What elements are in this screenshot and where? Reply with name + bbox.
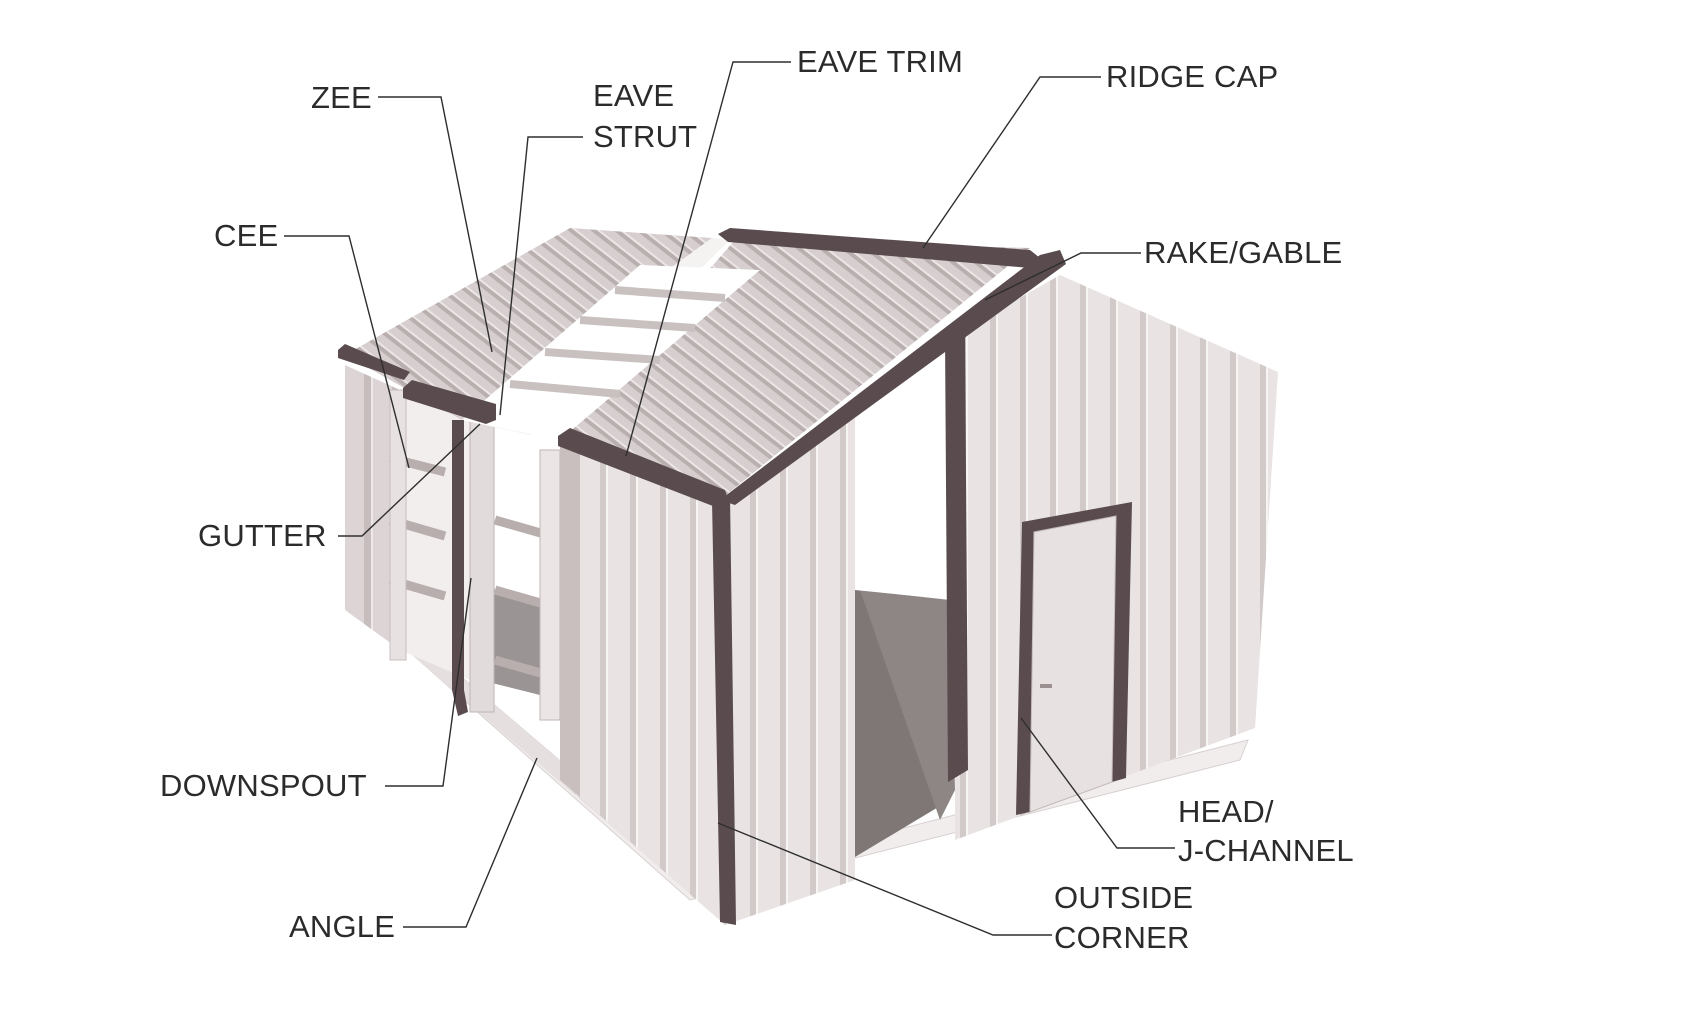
- label-cee: CEE: [214, 218, 279, 253]
- downspout-leader: [385, 577, 472, 787]
- head-jchannel-leader: [1020, 717, 1175, 849]
- downspout-pipe: [452, 420, 464, 690]
- door-frame: [1016, 502, 1132, 815]
- ridge-cap-leader: [922, 76, 1101, 249]
- eave-side-wall: [560, 440, 725, 925]
- zee-leader: [378, 96, 493, 353]
- door: [1029, 515, 1117, 813]
- gutter: [403, 380, 496, 424]
- door-handle: [1040, 684, 1052, 688]
- ridge-cap: [718, 228, 1045, 268]
- outside-corner-trim: [712, 495, 736, 925]
- cee-leader: [284, 235, 410, 469]
- label-zee: ZEE: [311, 80, 372, 115]
- outside-corner-leader: [717, 822, 1052, 936]
- label-eave-strut-2: STRUT: [593, 119, 698, 154]
- trim-pieces: [338, 228, 1132, 925]
- eave-strut-leader: [499, 136, 583, 416]
- interior-floor-right: [860, 590, 955, 820]
- gutter-leader: [338, 423, 481, 537]
- label-angle: ANGLE: [289, 909, 396, 944]
- eave-side-wall-shade: [560, 440, 580, 797]
- label-outside-corner-1: OUTSIDE: [1054, 880, 1194, 915]
- rake-gable-leader: [984, 252, 1141, 301]
- label-ridge-cap: RIDGE CAP: [1106, 59, 1279, 94]
- eave-trim-left: [338, 344, 410, 380]
- label-head-jchannel-1: HEAD/: [1178, 794, 1274, 829]
- rake-gable-trim: [720, 250, 1066, 505]
- leader-lines: [284, 61, 1175, 936]
- label-eave-strut-1: EAVE: [593, 78, 675, 113]
- eave-trim: [558, 428, 730, 508]
- label-head-jchannel-2: J-CHANNEL: [1178, 833, 1354, 868]
- downspout-elbow: [452, 690, 468, 716]
- angle-leader: [403, 757, 538, 928]
- label-downspout: DOWNSPOUT: [160, 768, 367, 803]
- roof: [345, 228, 1030, 500]
- label-rake-gable: RAKE/GABLE: [1144, 235, 1343, 270]
- eave-trim-leader: [625, 61, 791, 457]
- label-eave-trim: EAVE TRIM: [797, 44, 964, 79]
- label-gutter: GUTTER: [198, 518, 327, 553]
- gable-corner-column: [945, 325, 968, 782]
- label-outside-corner-2: CORNER: [1054, 920, 1190, 955]
